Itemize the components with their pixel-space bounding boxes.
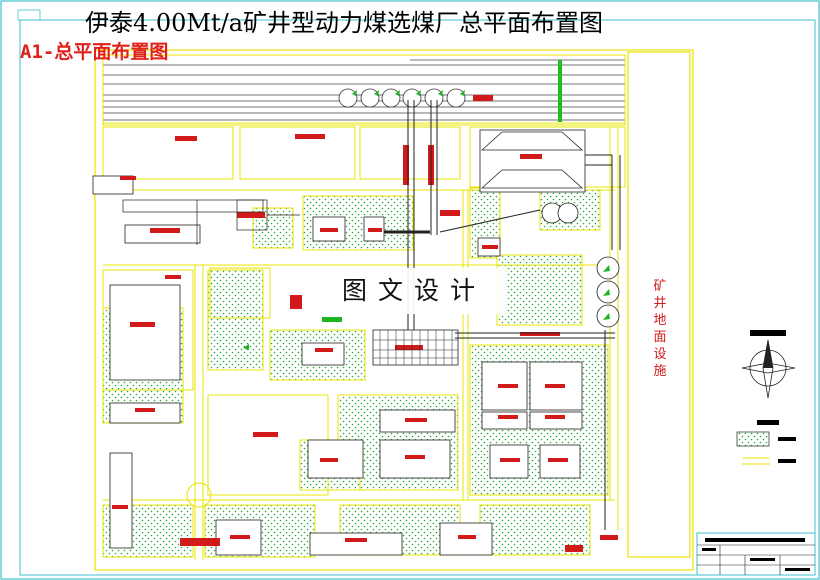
title-block (696, 532, 816, 576)
green-signal-bar (558, 60, 562, 122)
conveyor-mark (403, 145, 409, 185)
building-mark (253, 432, 278, 437)
building-mark (290, 295, 302, 309)
building (92, 175, 134, 195)
building-mark (120, 176, 136, 180)
building-mark (150, 228, 180, 233)
drawing-title: 伊泰4.00Mt/a矿井型动力煤选煤厂总平面布置图 (85, 9, 604, 37)
green-block (322, 317, 342, 322)
green-arrow (243, 344, 249, 350)
legend (736, 420, 796, 465)
greenery-legend (736, 431, 770, 447)
rail-scale-house (473, 95, 493, 101)
silo-arrow (603, 265, 610, 272)
building-mark (405, 455, 425, 459)
building-mark (180, 538, 220, 546)
building-mark (498, 384, 518, 388)
loading-bins (338, 88, 466, 108)
rail-siding (122, 199, 300, 245)
silo-arrow (603, 289, 610, 296)
building (124, 224, 201, 244)
building (109, 284, 181, 381)
building-mark (130, 322, 155, 327)
watermark: 图文设计 (322, 268, 506, 314)
thickener (557, 202, 579, 224)
transfer-mark (440, 210, 460, 216)
building (479, 129, 586, 193)
building (109, 452, 133, 549)
building-mark (458, 535, 476, 539)
building-mark (237, 212, 265, 218)
building-mark (230, 535, 250, 539)
building-mark (395, 345, 423, 350)
building-mark (520, 154, 542, 159)
building (481, 411, 528, 430)
building-mark (320, 228, 338, 232)
building-mark (498, 415, 518, 419)
building-mark (295, 134, 325, 139)
building (109, 402, 181, 424)
building-mark (545, 384, 565, 388)
site-boundary (94, 49, 694, 571)
drawing-subtitle: A1-总平面布置图 (20, 41, 169, 63)
building-mark (315, 348, 333, 352)
frame-tab (17, 9, 41, 21)
building-mark (405, 418, 427, 422)
building-mark (482, 245, 498, 249)
building (309, 532, 403, 556)
conveyor-mark (520, 332, 560, 336)
building-mark (165, 275, 181, 279)
building-mark (345, 538, 367, 542)
north-arrow (741, 330, 796, 399)
coal-storage-sheds (480, 131, 584, 189)
building-mark (175, 136, 197, 141)
mine-facility-label: 矿井地面设施 (653, 279, 667, 379)
building-mark (548, 458, 568, 462)
building-mark (600, 535, 618, 540)
silo-arrow (603, 313, 610, 320)
conveyor-galleries (407, 100, 621, 530)
green-area (496, 254, 583, 326)
building-mark (545, 415, 565, 419)
inner-frame (19, 19, 816, 576)
building (529, 411, 583, 430)
building-mark (368, 228, 382, 232)
building-mark (500, 458, 520, 462)
green-area (207, 269, 264, 371)
mine-facility-zone (627, 51, 691, 558)
building-mark (112, 505, 128, 509)
building-mark (565, 545, 583, 552)
building-mark (135, 408, 155, 412)
main-plant-hatch (373, 330, 458, 365)
rail-zone-border (102, 54, 626, 126)
building-mark (320, 458, 338, 462)
railway-yard (103, 59, 625, 121)
building (301, 342, 345, 366)
